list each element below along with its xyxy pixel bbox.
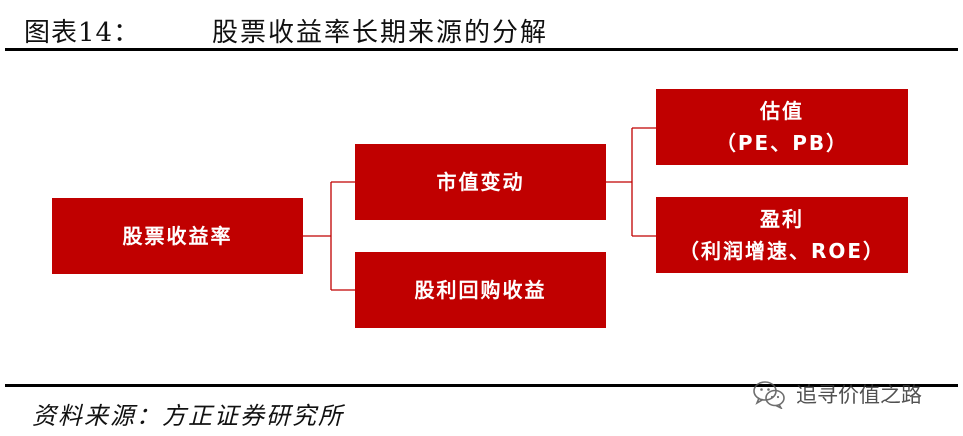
bottom-rule: [5, 384, 958, 387]
top-rule: [5, 48, 958, 51]
node-valuation: 估值 （PE、PB）: [656, 89, 908, 165]
node-label-line1: 估值: [760, 99, 804, 123]
connector-root-to-level2: [303, 181, 355, 291]
node-label-line1: 盈利: [760, 207, 804, 231]
root-node-stock-return: 股票收益率: [52, 198, 303, 274]
node-label-line2: （PE、PB）: [715, 131, 849, 155]
figure-title: 股票收益率长期来源的分解: [212, 18, 549, 48]
node-earnings: 盈利 （利润增速、ROE）: [656, 197, 908, 273]
node-label-line2: （利润增速、ROE）: [678, 239, 886, 263]
node-label: 股利回购收益: [414, 278, 547, 302]
watermark-text: 追寻价值之路: [796, 383, 922, 407]
source-note: 资料来源：方正证券研究所: [32, 402, 344, 430]
node-market-value-change: 市值变动: [355, 144, 606, 220]
watermark: 追寻价值之路: [752, 376, 922, 412]
node-dividend-buyback-return: 股利回购收益: [355, 252, 606, 328]
figure-header: 图表14： 股票收益率长期来源的分解: [0, 0, 963, 48]
node-label: 市值变动: [436, 170, 525, 194]
root-node-label: 股票收益率: [122, 224, 233, 248]
connector-level2-to-level3: [606, 127, 656, 237]
wechat-icon: [753, 381, 785, 409]
figure-label: 图表14：: [24, 18, 141, 48]
